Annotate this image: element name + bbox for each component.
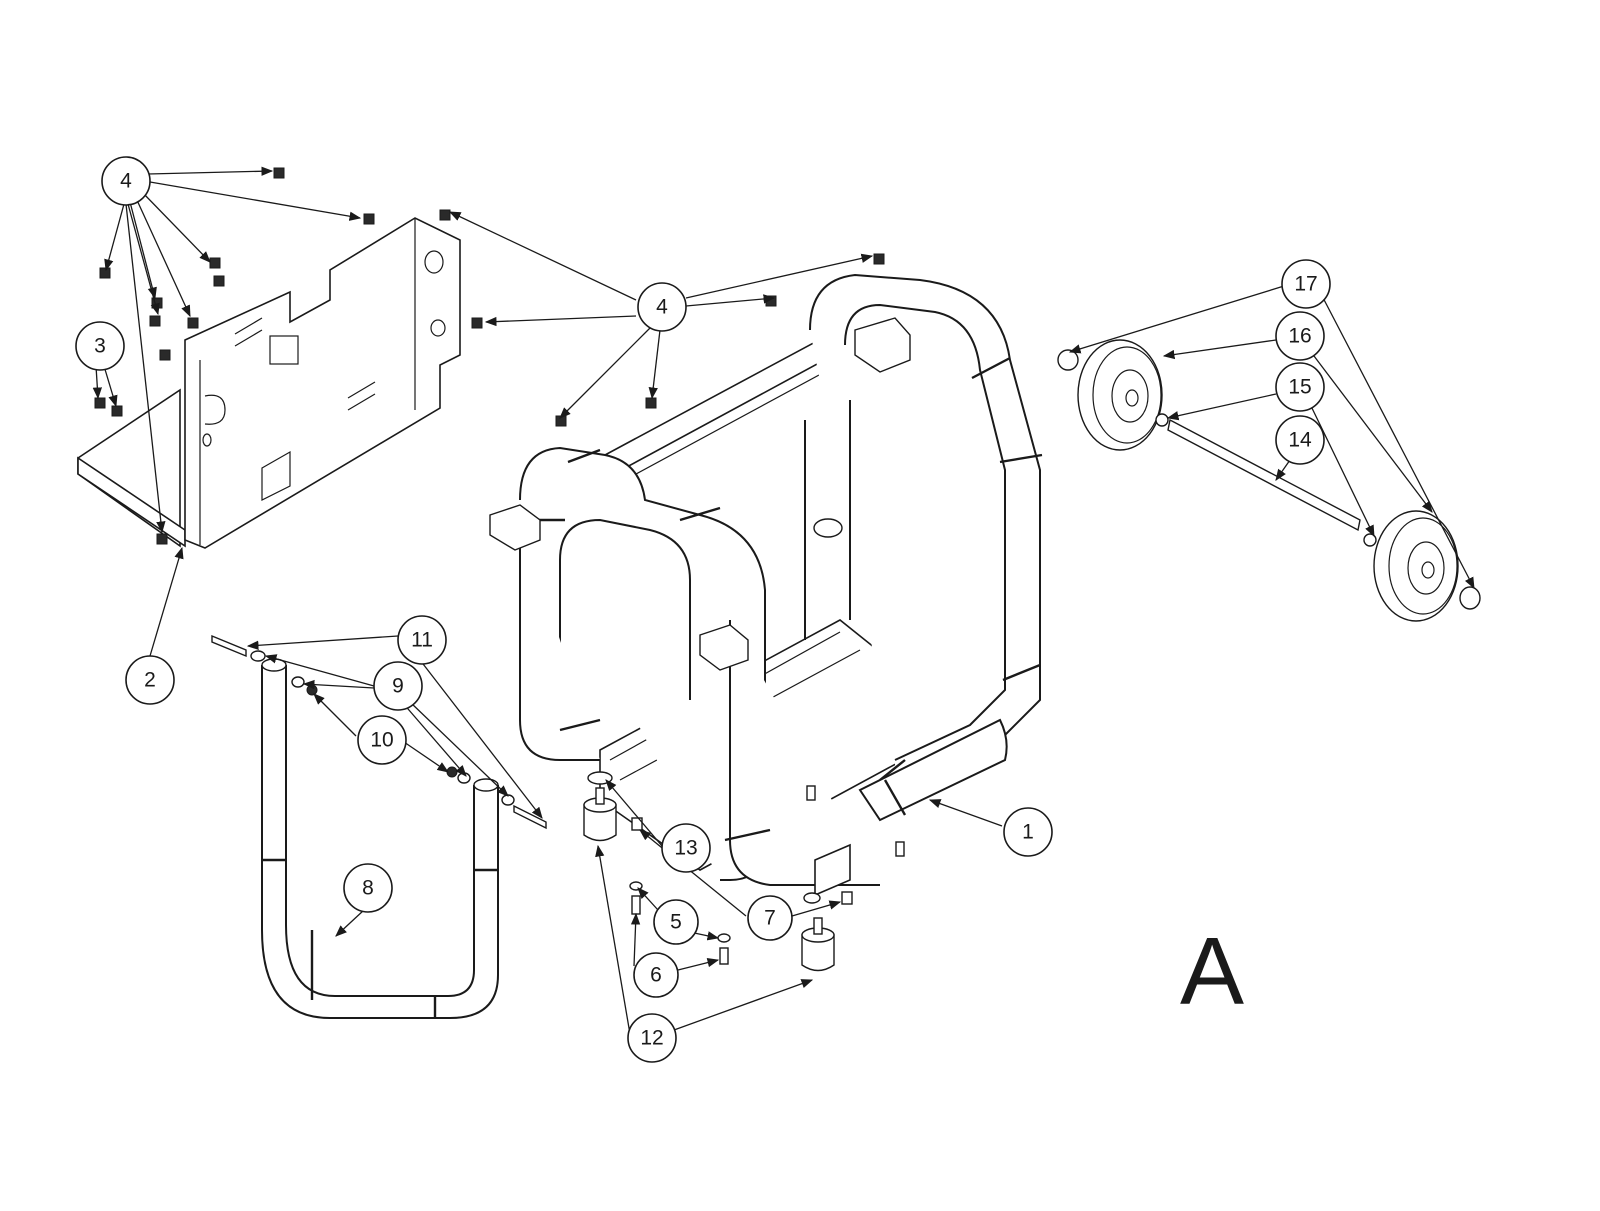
callout-16-label: 16 (1288, 325, 1311, 348)
callout-4-center: 4 (637, 282, 687, 332)
callout-17-label: 17 (1294, 273, 1317, 296)
callout-10: 10 (357, 715, 407, 765)
callout-5-label: 5 (670, 911, 682, 934)
callout-6-label: 6 (650, 964, 662, 987)
callout-4-left: 4 (101, 156, 151, 206)
callout-5: 5 (653, 899, 699, 945)
callout-12: 12 (627, 1013, 677, 1063)
callout-14-label: 14 (1288, 429, 1312, 452)
mounts-hardware (583, 771, 905, 972)
callout-15-label: 15 (1288, 376, 1311, 399)
callout-4-left-label: 4 (120, 170, 132, 193)
callout-16: 16 (1275, 311, 1325, 361)
callout-6: 6 (633, 952, 679, 998)
callout-1: 1 (1003, 807, 1053, 857)
callout-3: 3 (75, 321, 125, 371)
callout-4-center-label: 4 (656, 296, 668, 319)
callout-8: 8 (343, 863, 393, 913)
callout-3-label: 3 (94, 335, 106, 358)
callout-1-label: 1 (1022, 821, 1034, 844)
handle-part (261, 658, 499, 1019)
callout-7: 7 (747, 895, 793, 941)
callout-7-label: 7 (764, 907, 776, 930)
callout-13: 13 (661, 823, 711, 873)
main-frame-part (489, 273, 1043, 897)
callout-9-label: 9 (392, 675, 404, 698)
callout-17: 17 (1281, 259, 1331, 309)
callout-9: 9 (373, 661, 423, 711)
callout-2-label: 2 (144, 669, 156, 692)
callout-11-label: 11 (411, 629, 433, 652)
callout-12-label: 12 (640, 1027, 663, 1050)
callout-8-label: 8 (362, 877, 374, 900)
wheel-assembly (1057, 339, 1481, 622)
callout-15: 15 (1275, 362, 1325, 412)
callout-14: 14 (1275, 415, 1325, 465)
bracket-plate-part (77, 217, 461, 549)
callout-13-label: 13 (674, 837, 697, 860)
callout-2: 2 (125, 655, 175, 705)
leader-lines (92, 166, 1475, 1035)
callout-11: 11 (397, 615, 447, 665)
view-label: A (1180, 918, 1244, 1025)
callout-10-label: 10 (370, 729, 393, 752)
